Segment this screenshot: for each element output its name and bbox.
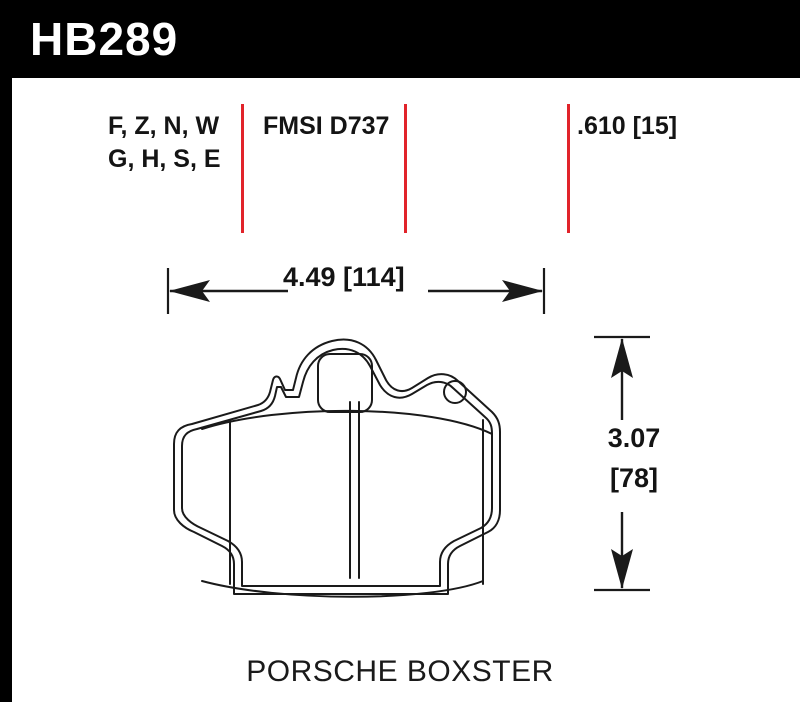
vehicle-name: PORSCHE BOXSTER — [246, 655, 554, 688]
compound-codes-line-2: G, H, S, E — [108, 145, 221, 173]
red-divider-3 — [567, 104, 570, 233]
header-bar: HB289 — [0, 0, 800, 78]
width-dimension: 4.49 [114] — [160, 262, 552, 324]
compound-codes: F, Z, N, W G, H, S, E — [108, 110, 221, 176]
height-dimension-label-mm: [78] — [609, 463, 658, 493]
brake-pad-outline-graphic — [173, 338, 501, 598]
red-divider-1 — [241, 104, 244, 233]
fmsi-code: FMSI D737 — [263, 112, 390, 140]
compound-codes-line-1: F, Z, N, W — [108, 112, 220, 140]
thickness-dimension: .610 [15] — [577, 112, 678, 140]
red-divider-2 — [404, 104, 407, 233]
width-dimension-graphic — [166, 268, 546, 314]
height-dimension-graphic — [594, 335, 650, 592]
part-number: HB289 — [30, 13, 179, 65]
width-dimension-label: 4.49 [114] — [283, 262, 405, 292]
height-dimension-label-inches: 3.07 — [607, 423, 661, 453]
height-dimension-label: 3.07 [78] — [584, 418, 684, 498]
brake-pad-outline — [160, 332, 560, 612]
left-border-rail — [0, 78, 12, 702]
height-dimension: 3.07 [78] — [580, 330, 690, 598]
